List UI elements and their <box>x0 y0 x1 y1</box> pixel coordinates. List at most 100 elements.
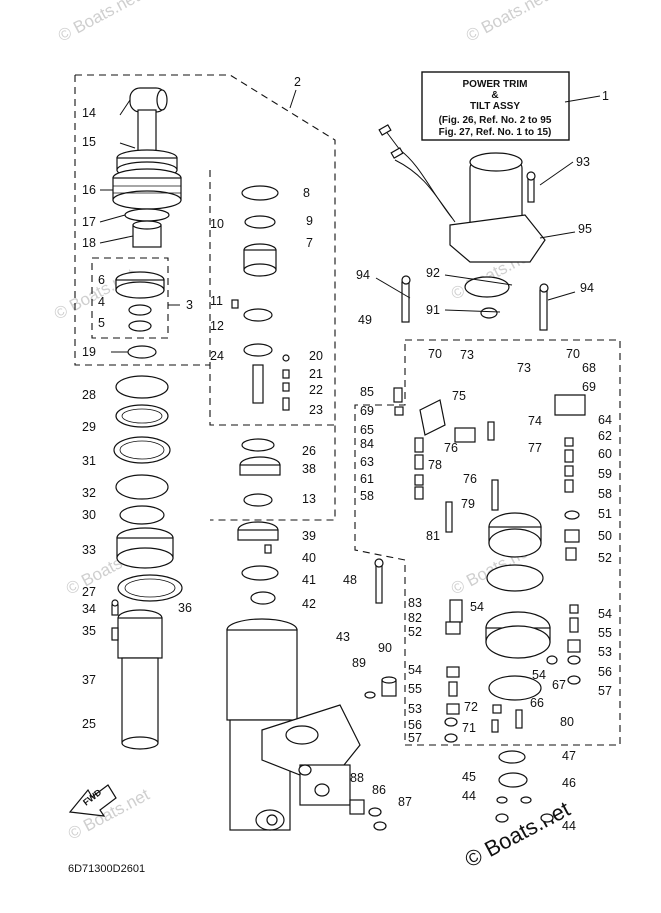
callout: 70 <box>428 347 442 361</box>
callout: 62 <box>598 429 612 443</box>
callout: 69 <box>582 380 596 394</box>
callout: 42 <box>302 597 316 611</box>
callout: 26 <box>302 444 316 458</box>
callout: 23 <box>309 403 323 417</box>
callout: 53 <box>408 702 422 716</box>
title-line-2: & <box>491 90 498 101</box>
callout: 69 <box>360 404 374 418</box>
title-box: POWER TRIM & TILT ASSY (Fig. 26, Ref. No… <box>421 71 570 141</box>
callout: 33 <box>82 543 96 557</box>
callout: 2 <box>294 75 301 89</box>
middle-parts <box>231 185 290 605</box>
callout: 53 <box>598 645 612 659</box>
callout: 34 <box>82 602 96 616</box>
callout: 71 <box>462 721 476 735</box>
callout: 19 <box>82 345 96 359</box>
callout: 94 <box>580 281 594 295</box>
callout: 1 <box>602 89 609 103</box>
callout: 74 <box>528 414 542 428</box>
motor-assy <box>378 124 546 263</box>
callout: 3 <box>186 298 193 312</box>
callout: 54 <box>408 663 422 677</box>
callout: 16 <box>82 183 96 197</box>
callout: 9 <box>306 214 313 228</box>
callout: 66 <box>530 696 544 710</box>
callout: 78 <box>428 458 442 472</box>
callout: 92 <box>426 266 440 280</box>
callout: 41 <box>302 573 316 587</box>
callout: 25 <box>82 717 96 731</box>
callout: 89 <box>352 656 366 670</box>
callout: 95 <box>578 222 592 236</box>
callout: 28 <box>82 388 96 402</box>
callout: 54 <box>470 600 484 614</box>
callout: 88 <box>350 771 364 785</box>
callout: 39 <box>302 529 316 543</box>
callout: 65 <box>360 423 374 437</box>
callout: 15 <box>82 135 96 149</box>
callout: 44 <box>562 819 576 833</box>
watermark-text: © Boats.net <box>55 0 143 46</box>
callout: 31 <box>82 454 96 468</box>
callout: 44 <box>462 789 476 803</box>
callout: 36 <box>178 601 192 615</box>
callout: 93 <box>576 155 590 169</box>
callout: 87 <box>398 795 412 809</box>
watermark-text: © Boats.net <box>461 796 575 872</box>
callout: 94 <box>356 268 370 282</box>
callout: 72 <box>464 700 478 714</box>
callout: 55 <box>408 682 422 696</box>
callout: 30 <box>82 508 96 522</box>
callout: 73 <box>517 361 531 375</box>
callout: 8 <box>303 186 310 200</box>
callout: 76 <box>444 441 458 455</box>
callout: 79 <box>461 497 475 511</box>
callout: 54 <box>532 668 546 682</box>
callout: 47 <box>562 749 576 763</box>
callout: 77 <box>528 441 542 455</box>
callout: 81 <box>426 529 440 543</box>
callout: 64 <box>598 413 612 427</box>
callout: 7 <box>306 236 313 250</box>
callout: 49 <box>358 313 372 327</box>
callout: 21 <box>309 367 323 381</box>
callout: 70 <box>566 347 580 361</box>
group-outlines <box>74 74 621 746</box>
callout: 82 <box>408 611 422 625</box>
callout: 85 <box>360 385 374 399</box>
fittings <box>349 676 397 831</box>
callout: 90 <box>378 641 392 655</box>
callout: 17 <box>82 215 96 229</box>
callout: 4 <box>98 295 105 309</box>
callout: 83 <box>408 596 422 610</box>
callout: 59 <box>598 467 612 481</box>
callout: 29 <box>82 420 96 434</box>
title-line-1: POWER TRIM <box>463 79 528 90</box>
callout: 6 <box>98 273 105 287</box>
callout: 27 <box>82 585 96 599</box>
callout: 46 <box>562 776 576 790</box>
title-ref-2: Fig. 27, Ref. No. 1 to 15) <box>439 127 552 138</box>
callout: 52 <box>408 625 422 639</box>
callout: 5 <box>98 316 105 330</box>
callout: 45 <box>462 770 476 784</box>
callout: 43 <box>336 630 350 644</box>
callout: 13 <box>302 492 316 506</box>
callout: 91 <box>426 303 440 317</box>
callout: 22 <box>309 383 323 397</box>
callout: 75 <box>452 389 466 403</box>
callout: 32 <box>82 486 96 500</box>
callout: 63 <box>360 455 374 469</box>
callout: 56 <box>598 665 612 679</box>
callout: 73 <box>460 348 474 362</box>
title-line-3: TILT ASSY <box>470 101 520 112</box>
callout: 10 <box>210 217 224 231</box>
callout: 56 <box>408 718 422 732</box>
fwd-arrow: FWD <box>68 784 117 817</box>
watermark-text: © Boats.net <box>463 0 551 46</box>
callout: 37 <box>82 673 96 687</box>
callout-group: 1 2 3 4 5 6 7 8 9 10 11 12 13 14 15 16 1… <box>82 75 612 833</box>
callout: 38 <box>302 462 316 476</box>
title-ref-1: (Fig. 26, Ref. No. 2 to 95 <box>439 115 552 126</box>
callout: 20 <box>309 349 323 363</box>
